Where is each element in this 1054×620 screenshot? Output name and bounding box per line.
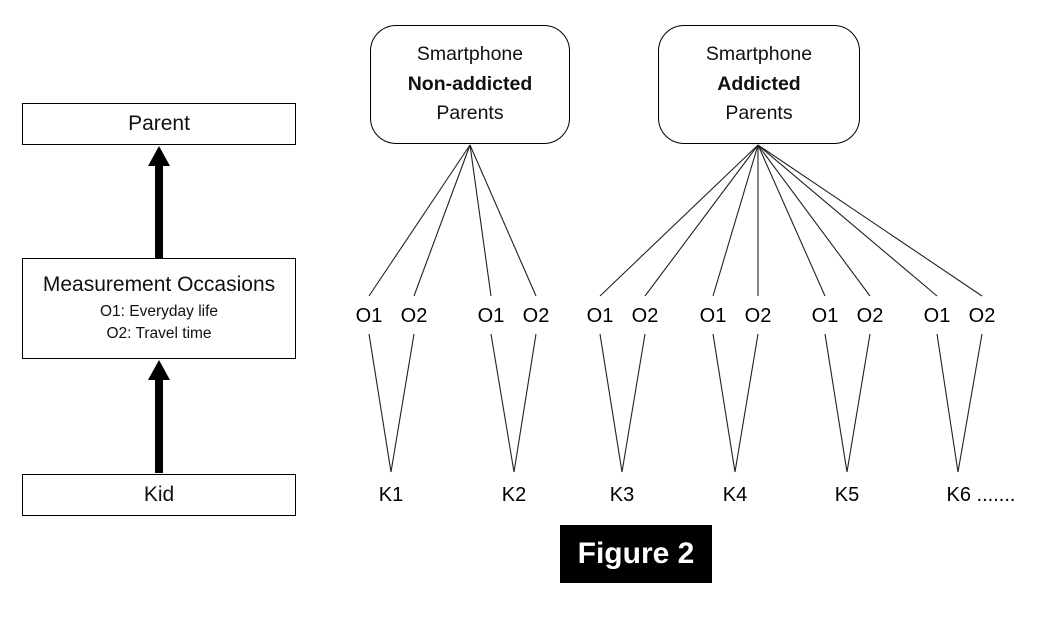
occasion-label: O1 (478, 305, 505, 327)
occasion-kid-connector-line (513, 333, 537, 473)
occasion-kid-connector-line (734, 333, 759, 473)
parent-occasion-connector-line (712, 144, 759, 297)
occasion-1-definition: O1: Everyday life (99, 303, 219, 321)
parent-box: Parent (22, 103, 296, 145)
figure-caption: Figure 2 (560, 525, 712, 583)
addicted-box-line-3: Parents (725, 102, 793, 125)
parent-occasion-connector-line (368, 144, 471, 297)
occasion-label: O2 (401, 305, 428, 327)
parent-occasion-connector-line (757, 144, 826, 297)
occasion-kid-connector-line (824, 333, 848, 473)
occasion-kid-connector-line (957, 333, 983, 473)
addicted-box-line-2: Addicted (717, 72, 801, 95)
kid-label: K3 (610, 484, 634, 506)
parent-occasion-connector-line (644, 144, 759, 297)
occasion-label: O2 (632, 305, 659, 327)
kid-box-label: Kid (143, 483, 175, 507)
up-arrow-head (148, 360, 170, 380)
non-addicted-parents-box: Smartphone Non-addicted Parents (370, 25, 570, 144)
occasion-kid-connector-line (936, 333, 959, 473)
occasion-label: O1 (812, 305, 839, 327)
occasion-kid-connector-line (368, 333, 392, 473)
occasion-label: O2 (857, 305, 884, 327)
kid-label: K5 (835, 484, 859, 506)
occasion-kid-connector-line (846, 333, 871, 473)
parent-occasion-connector-line (599, 144, 759, 297)
figure-caption-text: Figure 2 (577, 537, 695, 570)
parent-occasion-connector-line (757, 144, 871, 297)
occasion-kid-connector-line (599, 333, 623, 473)
occasion-label: O1 (356, 305, 383, 327)
occasion-2-definition: O2: Travel time (106, 325, 212, 343)
parent-box-label: Parent (128, 112, 190, 136)
parent-occasion-connector-line (469, 144, 537, 297)
kid-label: K6 ....... (947, 484, 1016, 506)
kid-label: K1 (379, 484, 403, 506)
measurement-occasions-title: Measurement Occasions (42, 273, 276, 297)
parent-occasion-connector-line (757, 144, 938, 297)
occasion-label: O1 (924, 305, 951, 327)
up-arrow-head (148, 146, 170, 166)
kid-box: Kid (22, 474, 296, 516)
non-addicted-box-line-3: Parents (436, 102, 504, 125)
occasion-kid-connector-line (490, 333, 515, 473)
parent-occasion-connector-line (469, 144, 492, 297)
occasion-kid-connector-line (621, 333, 646, 473)
occasion-kid-connector-line (712, 333, 736, 473)
occasion-label: O2 (523, 305, 550, 327)
occasion-kid-connector-line (390, 333, 415, 473)
occasion-label: O2 (745, 305, 772, 327)
kid-label: K2 (502, 484, 526, 506)
non-addicted-box-line-2: Non-addicted (407, 72, 533, 95)
parent-occasion-connector-line (413, 144, 471, 297)
addicted-parents-box: Smartphone Addicted Parents (658, 25, 860, 144)
occasion-label: O1 (587, 305, 614, 327)
measurement-occasions-box: Measurement Occasions O1: Everyday life … (22, 258, 296, 359)
kid-label: K4 (723, 484, 747, 506)
occasion-label: O2 (969, 305, 996, 327)
occasion-label: O1 (700, 305, 727, 327)
parent-occasion-connector-line (757, 144, 983, 297)
non-addicted-box-line-1: Smartphone (416, 43, 524, 66)
addicted-box-line-1: Smartphone (705, 43, 813, 66)
